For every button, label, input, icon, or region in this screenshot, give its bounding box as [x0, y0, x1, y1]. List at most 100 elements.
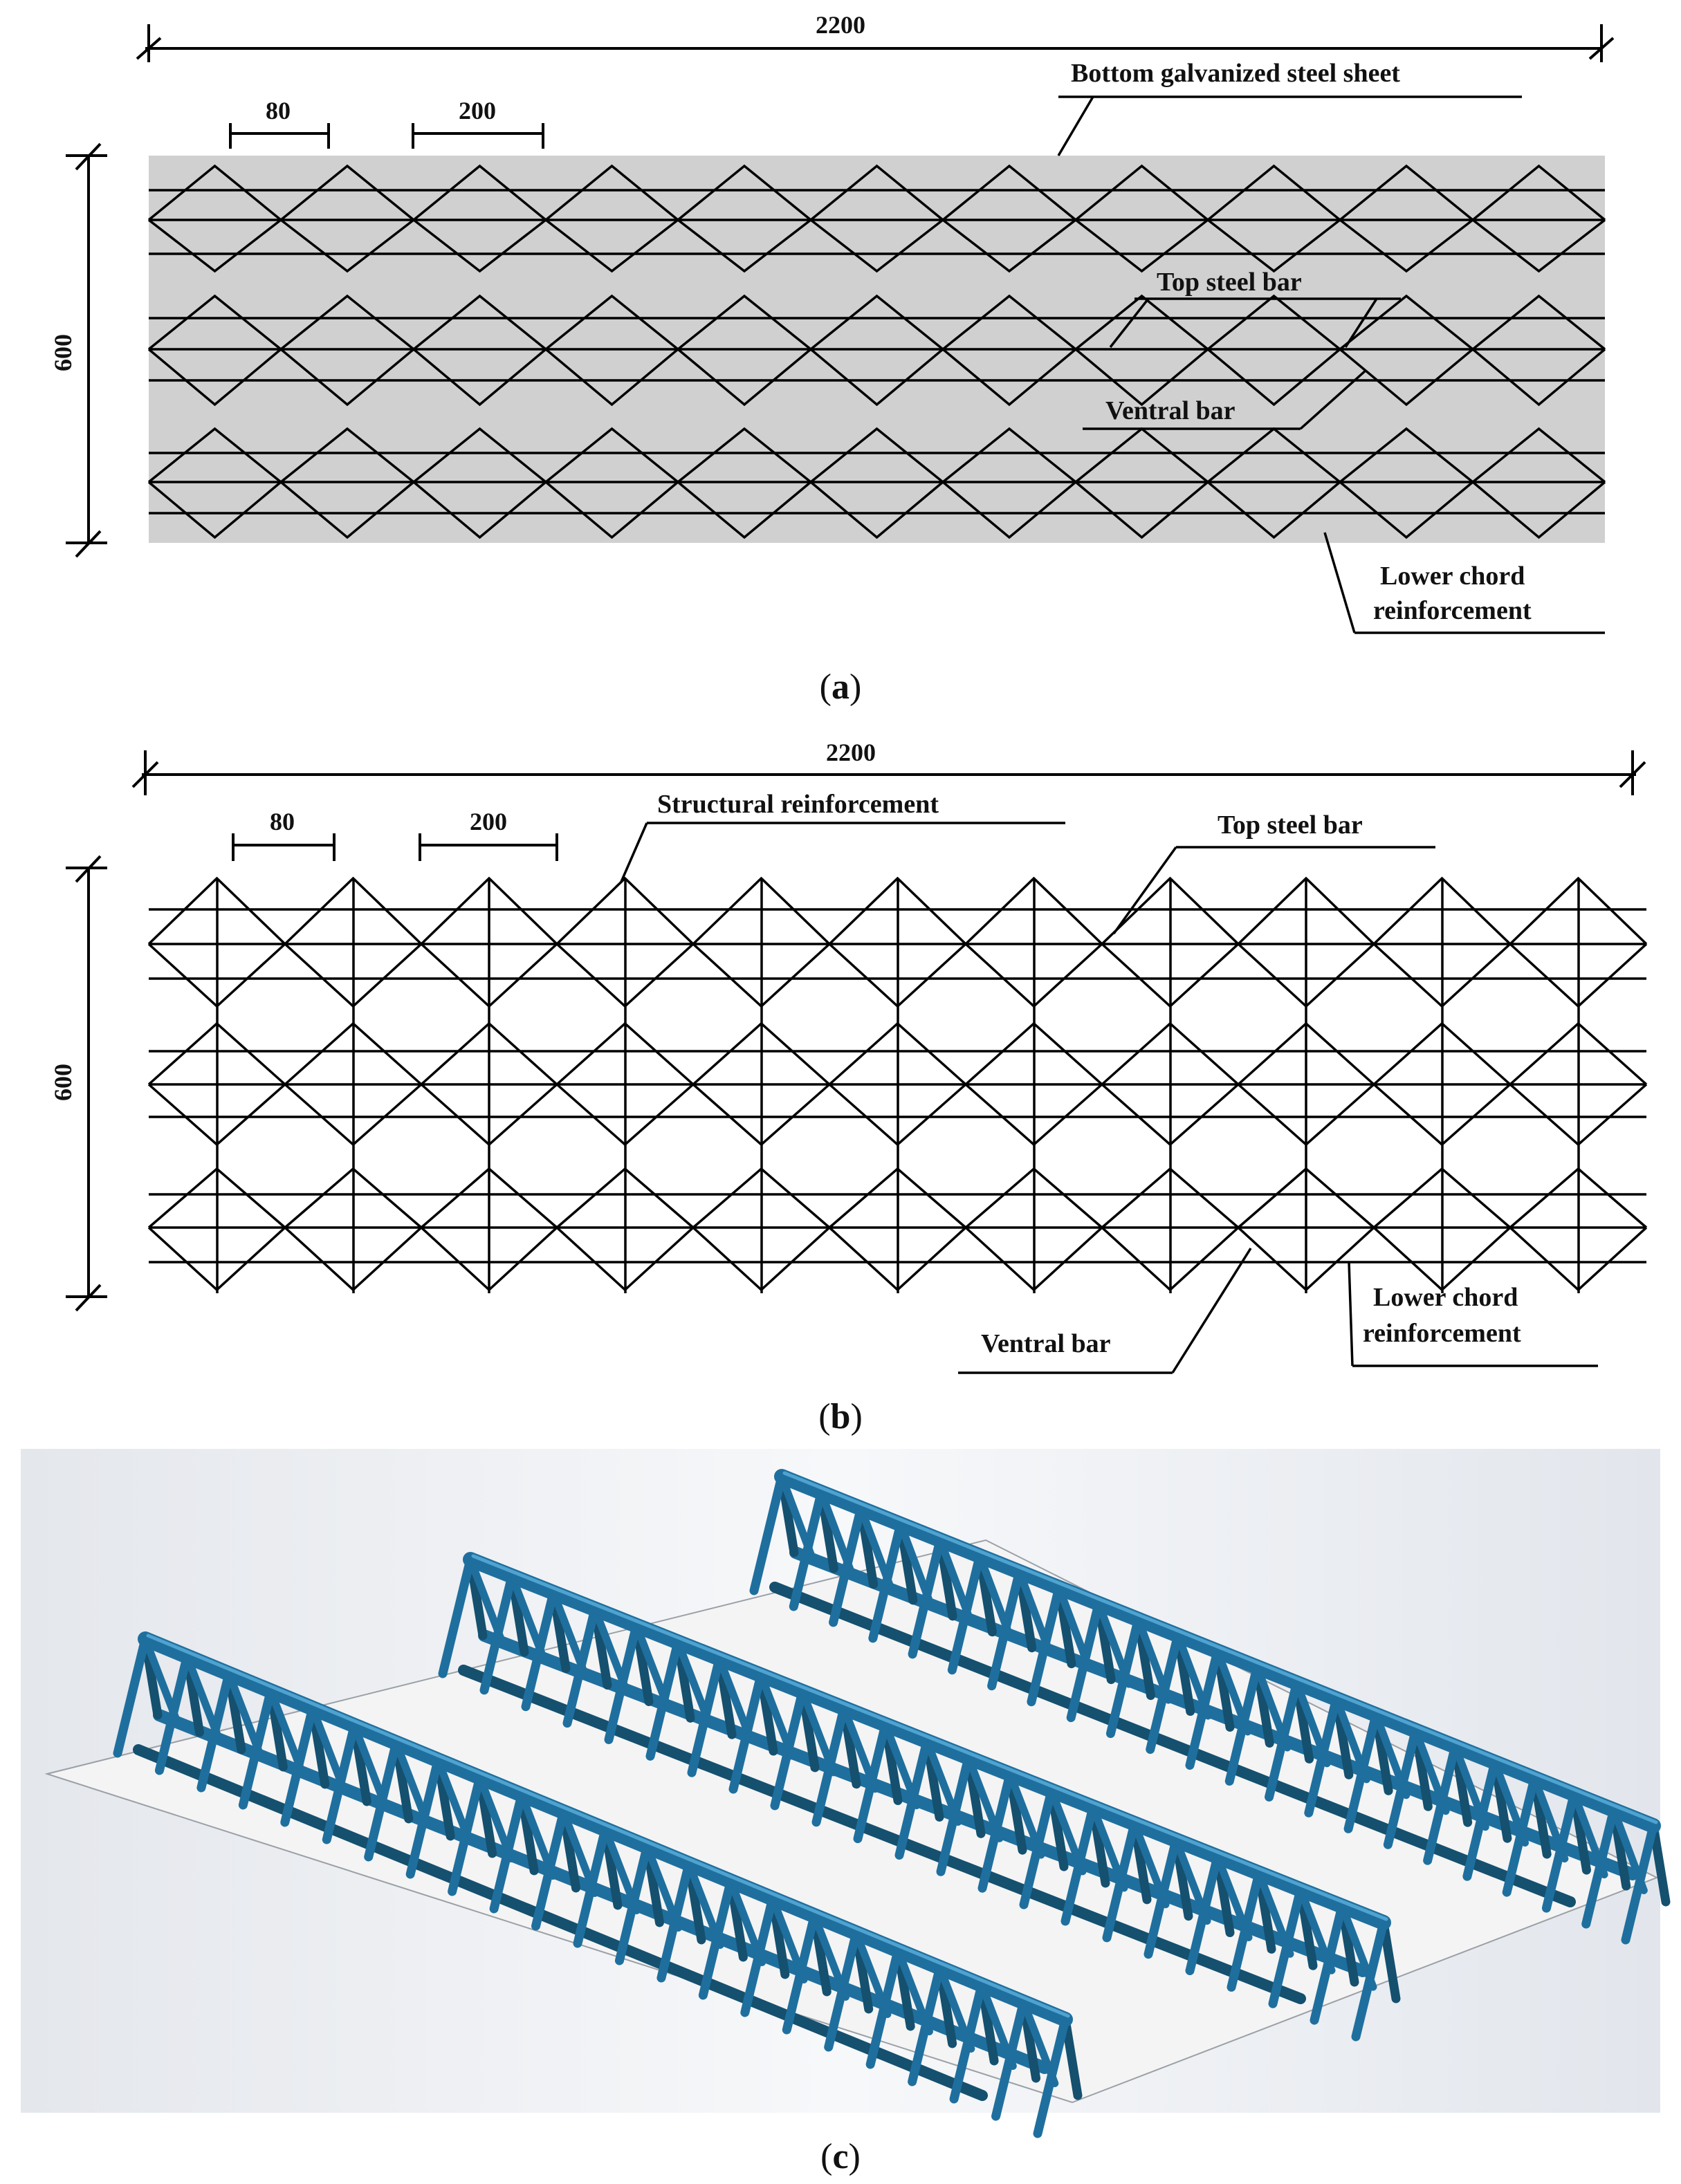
web-member-3d	[1462, 1757, 1500, 1881]
svg-text:80: 80	[270, 808, 295, 835]
ventral-bar-a	[412, 219, 547, 273]
web-member-3d	[1265, 1678, 1302, 1802]
web-member-3d	[573, 1824, 610, 1948]
dimension-200-b: 200	[419, 808, 558, 861]
ventral-bar-a	[1206, 219, 1341, 273]
ventral-bar-a	[1206, 294, 1341, 351]
web-member-3d	[936, 1752, 973, 1876]
ventral-bar-a	[544, 219, 679, 273]
web-member-3d	[728, 1670, 766, 1794]
ventral-bar-a	[1339, 164, 1474, 221]
dimension-2200-label-a: 2200	[816, 11, 865, 39]
web-member-3d	[868, 1519, 906, 1643]
truss-3d	[438, 1552, 1401, 2042]
web-member-3d	[908, 1535, 945, 1659]
top-chord-3d	[774, 1469, 1661, 1833]
ventral-bar-a	[941, 294, 1077, 351]
ventral-bar-a	[1074, 294, 1209, 351]
web-member-3d	[947, 1551, 984, 1675]
lower-chord-3d	[153, 1709, 1051, 2074]
web-member-3d	[238, 1686, 275, 1810]
dimension-600-b: 600	[49, 855, 107, 1312]
ventral-bar-a	[1206, 348, 1341, 407]
truss-lines-a	[147, 164, 1606, 539]
ventral-bar-a	[544, 348, 679, 407]
web-member-3d	[489, 1790, 526, 1914]
ventral-bar-a	[1339, 348, 1474, 407]
web-member-3d	[1185, 1852, 1222, 1976]
web-member-3d	[438, 1555, 475, 1678]
ventral-bar-a	[1471, 427, 1606, 483]
web-member-3d	[977, 1769, 1015, 1893]
web-member-3d	[740, 1894, 778, 2017]
ventral-bar-a	[279, 481, 415, 539]
web-member-3d	[1033, 2015, 1070, 2138]
svg-text:2200: 2200	[826, 739, 876, 766]
ventral-bar-a	[1471, 481, 1606, 539]
ventral-bar-a	[677, 427, 812, 483]
dimension-2200-a: 2200	[136, 11, 1615, 62]
web-member-3d	[1541, 1789, 1579, 1913]
ventral-bar-a	[544, 164, 679, 221]
web-member-3d	[154, 1651, 192, 1775]
svg-text:Lower chord: Lower chord	[1380, 562, 1525, 591]
svg-text:600: 600	[49, 1064, 77, 1101]
ventral-bar-a	[279, 219, 415, 273]
web-member-3d	[824, 1928, 861, 2052]
ventral-bar-a	[412, 348, 547, 407]
web-member-3d	[1268, 1885, 1305, 2008]
ventral-bar-a	[544, 294, 679, 351]
ventral-bar-a	[1339, 219, 1474, 273]
web-member-3d	[113, 1634, 150, 1758]
web-member-3d	[687, 1654, 724, 1777]
ventral-bar-a	[941, 427, 1077, 483]
web-member-3d	[448, 1773, 485, 1896]
dimension-600-label-a: 600	[49, 334, 77, 371]
web-member-3d	[656, 1859, 694, 1983]
caption-c: (c)	[820, 2137, 861, 2176]
ventral-bar-a	[147, 294, 282, 351]
web-member-3d	[1105, 1615, 1143, 1739]
ventral-bar-a	[544, 481, 679, 539]
web-member-3d	[811, 1703, 849, 1827]
ventral-bar-a	[279, 427, 415, 483]
ventral-bar-a	[1471, 294, 1606, 351]
web-member-3d	[770, 1687, 807, 1811]
ventral-bar-a	[677, 348, 812, 407]
web-member-3d	[405, 1755, 443, 1879]
dimension-80-a: 80	[229, 97, 330, 149]
caption-a: (a)	[820, 667, 862, 707]
ventral-bar-a	[412, 294, 547, 351]
ventral-bar-a	[1471, 164, 1606, 221]
web-member-3d	[789, 1488, 826, 1611]
web-member-3d	[853, 1720, 890, 1844]
web-member-3d	[562, 1604, 600, 1728]
ventral-bar-a	[941, 164, 1077, 221]
truss-3d	[749, 1469, 1671, 1945]
lower-chord-3d	[458, 1665, 1306, 2004]
web-member-3d	[991, 1997, 1029, 2121]
panel-c-3d-render: (c)	[21, 1449, 1671, 2176]
web-member-3d	[1146, 1631, 1183, 1755]
web-member-3d	[1227, 1868, 1264, 1992]
truss-3d-group	[113, 1469, 1671, 2138]
web-member-3d	[1648, 1821, 1671, 1907]
ventral-bar-a	[809, 219, 944, 273]
ventral-bar-a	[677, 164, 812, 221]
ventral-bar-a	[412, 164, 547, 221]
ventral-bar-a	[147, 481, 282, 539]
ventral-bar-a	[147, 348, 282, 407]
web-member-3d	[1581, 1805, 1619, 1929]
web-member-3d	[521, 1588, 558, 1712]
web-member-3d	[1027, 1583, 1064, 1707]
svg-text:200: 200	[470, 808, 507, 835]
web-member-3d	[1143, 1835, 1181, 1959]
label-top-steel-bar-a: Top steel bar	[1109, 268, 1401, 349]
ventral-bar-a	[412, 481, 547, 539]
ventral-bar-a	[1074, 348, 1209, 407]
web-member-3d	[479, 1571, 517, 1695]
web-member-3d	[749, 1472, 787, 1595]
ventral-bar-a	[412, 427, 547, 483]
ventral-bar-a	[279, 294, 415, 351]
